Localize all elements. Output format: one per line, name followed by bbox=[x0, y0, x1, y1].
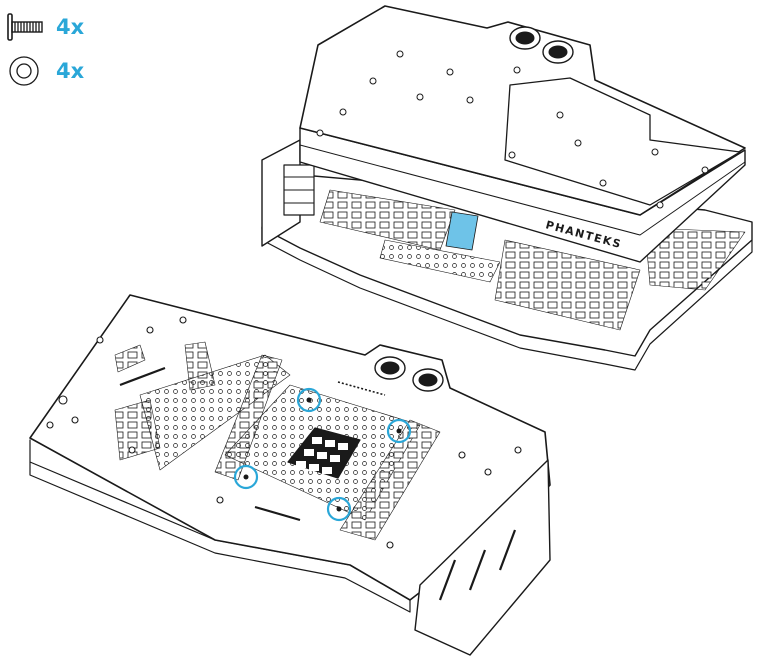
screw-legend: 4x bbox=[6, 12, 84, 42]
washer-quantity: 4x bbox=[56, 58, 85, 83]
bare-gpu-pcb bbox=[29, 294, 551, 656]
washer-legend: 4x bbox=[6, 54, 84, 88]
highlight-hole-4 bbox=[326, 496, 352, 522]
highlight-hole-1 bbox=[296, 387, 322, 413]
washer-icon bbox=[9, 56, 39, 86]
highlighted-mounting-holes bbox=[233, 387, 412, 522]
screw-icon bbox=[7, 13, 43, 41]
screw-quantity: 4x bbox=[56, 14, 85, 39]
highlight-hole-3 bbox=[233, 464, 259, 490]
highlight-hole-2 bbox=[386, 418, 412, 444]
assembled-gpu-waterblock: PHANTEKS bbox=[261, 5, 753, 371]
thermal-pad bbox=[445, 211, 479, 251]
